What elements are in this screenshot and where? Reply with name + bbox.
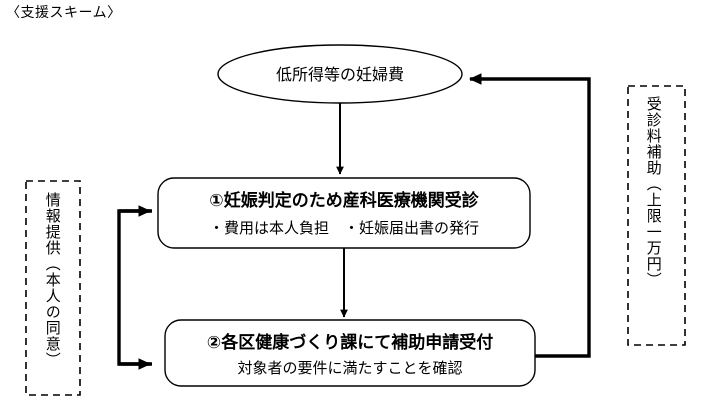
- step-1-heading: ①妊娠判定のため産科医療機関受診: [209, 190, 479, 210]
- step-2-detail: 対象者の要件に満たすことを確認: [237, 360, 462, 377]
- connector-left-bracket: [117, 209, 152, 366]
- right-dashed-note-box: [627, 85, 686, 346]
- step-1-box: [157, 177, 531, 249]
- source-ellipse-label: 低所得等の妊婦費: [276, 66, 404, 84]
- page-title: 〈支援スキーム〉: [6, 4, 122, 20]
- step-1-detail: ・費用は本人負担 ・妊娠届出書の発行: [209, 220, 479, 237]
- right-dashed-note-label: 受診料補助（上限一万円）: [644, 96, 662, 288]
- connector-step2-to-source: [469, 73, 591, 358]
- left-dashed-note-box: [25, 180, 81, 396]
- step-2-box: [164, 319, 536, 387]
- left-dashed-note-label: 情報提供（本人の同意）: [43, 192, 61, 368]
- step-2-heading: ②各区健康づくり課にて補助申請受付: [207, 332, 493, 352]
